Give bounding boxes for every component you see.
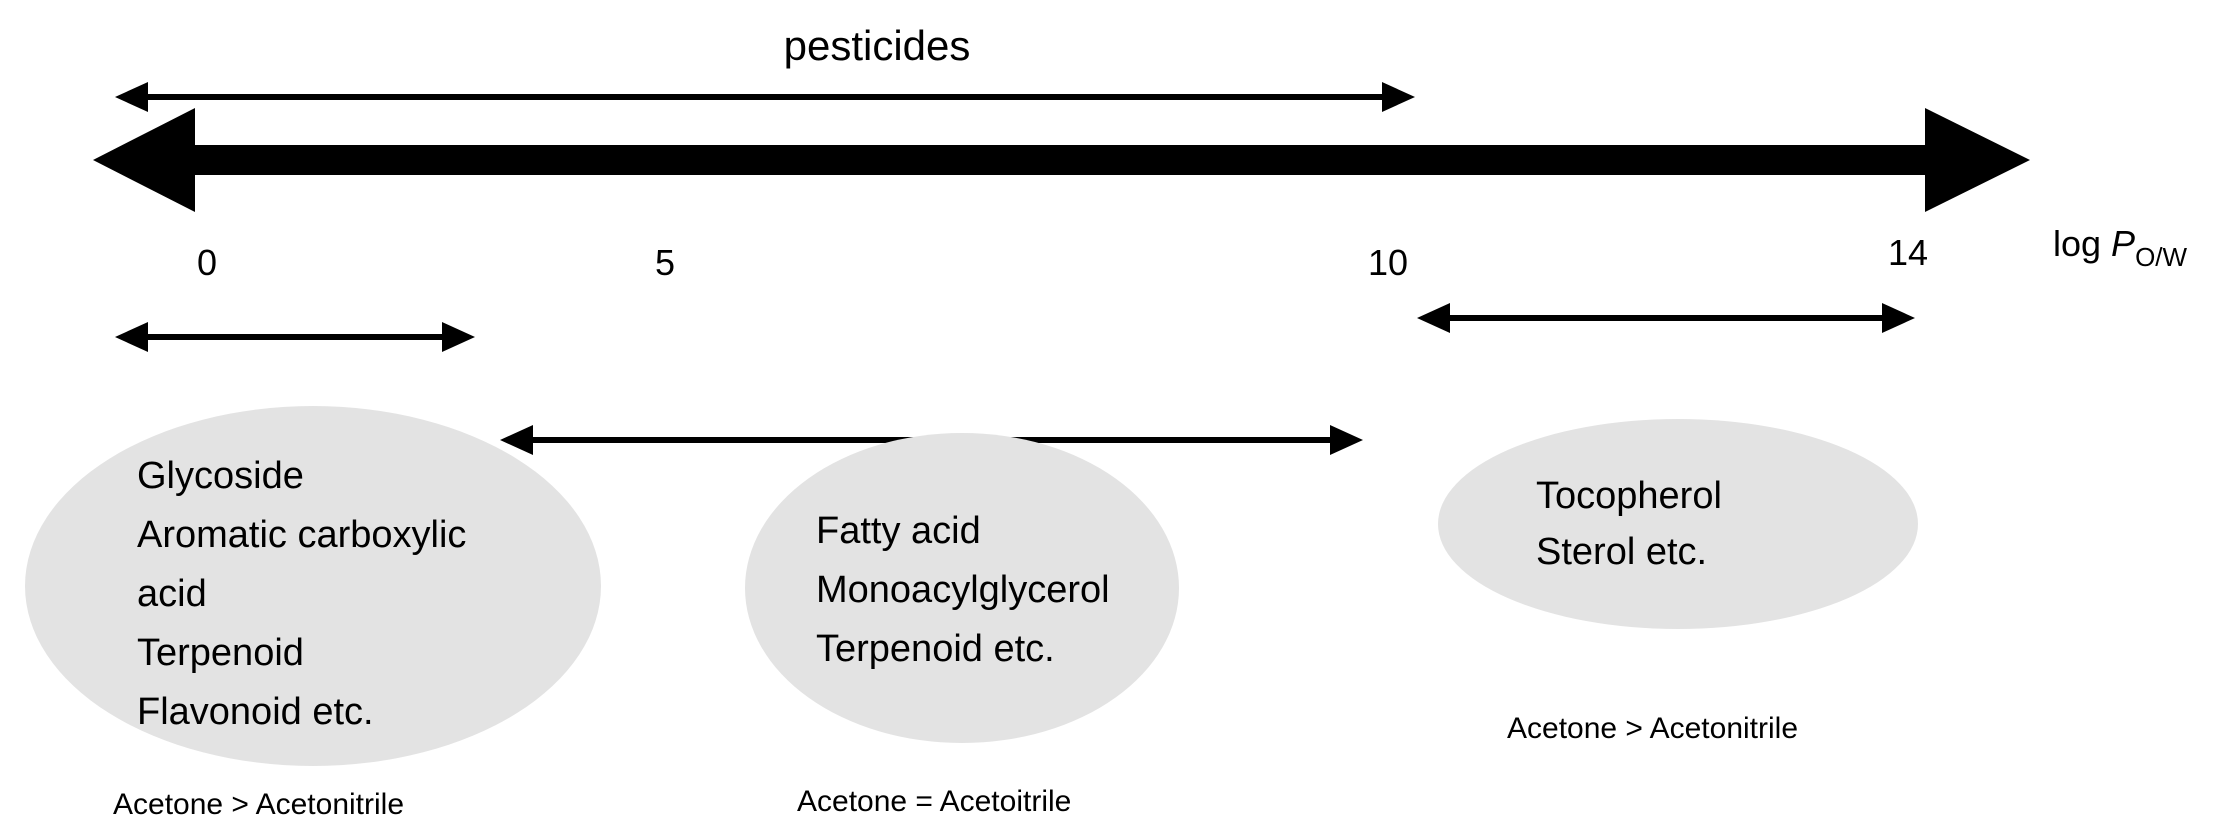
group-3-item: Sterol etc. xyxy=(1536,531,1707,573)
tick-label-0: 0 xyxy=(197,242,217,283)
axis-label-var: P xyxy=(2111,223,2135,264)
group-1-items: Glycoside Aromatic carboxylic acid Terpe… xyxy=(137,455,466,733)
group-3-items: Tocopherol Sterol etc. xyxy=(1536,475,1722,573)
group-2-item: Fatty acid xyxy=(816,510,981,552)
group-3-item: Tocopherol xyxy=(1536,475,1722,517)
group-1-item: Glycoside xyxy=(137,455,304,497)
group-2-ellipse xyxy=(745,433,1179,743)
pesticides-label: pesticides xyxy=(784,22,971,69)
group-3-comparison: Acetone > Acetonitrile xyxy=(1507,712,1798,745)
group-1-item: acid xyxy=(137,573,207,615)
pesticides-range-arrow xyxy=(115,82,1415,112)
group-1-item: Flavonoid etc. xyxy=(137,691,374,733)
group-2-items: Fatty acid Monoacylglycerol Terpenoid et… xyxy=(816,510,1110,670)
axis-label-prefix: log xyxy=(2053,223,2111,264)
tick-label-5: 5 xyxy=(655,242,675,283)
axis-label-sub: O/W xyxy=(2135,242,2187,272)
log-p-axis-arrow xyxy=(93,108,2030,212)
group-2-item: Monoacylglycerol xyxy=(816,569,1110,611)
axis-label: log PO/W xyxy=(2053,223,2188,272)
group-2-comparison: Acetone = Acetoitrile xyxy=(797,785,1071,818)
group-1-item: Terpenoid xyxy=(137,632,304,674)
group-1-item: Aromatic carboxylic xyxy=(137,514,466,556)
tick-label-14: 14 xyxy=(1888,232,1928,273)
group-3-range-arrow xyxy=(1417,303,1915,333)
group-1-comparison: Acetone > Acetonitrile xyxy=(113,788,404,821)
group-1-range-arrow xyxy=(115,322,475,352)
group-1-ellipse xyxy=(25,406,601,766)
group-2-item: Terpenoid etc. xyxy=(816,628,1055,670)
tick-label-10: 10 xyxy=(1368,242,1408,283)
group-3-ellipse xyxy=(1438,419,1918,629)
